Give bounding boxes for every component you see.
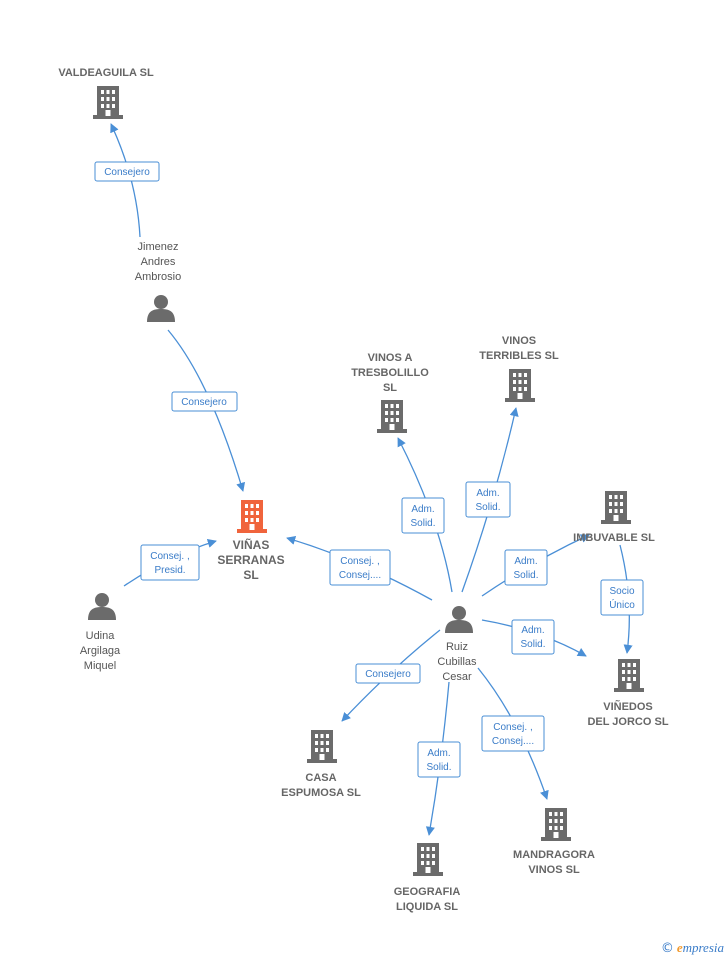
svg-text:TRESBOLILLO: TRESBOLILLO [351, 367, 429, 379]
svg-text:TERRIBLES SL: TERRIBLES SL [479, 350, 559, 362]
svg-text:VIÑEDOS: VIÑEDOS [603, 700, 653, 713]
svg-text:Ruiz: Ruiz [446, 641, 468, 653]
building-icon [307, 730, 337, 763]
building-icon [377, 400, 407, 433]
relationship-labels: Consejero Consejero Consej. , Presid. Co… [94, 161, 644, 778]
svg-text:Consej....: Consej.... [492, 736, 534, 747]
svg-text:SL: SL [383, 382, 397, 394]
svg-text:VALDEAGUILA SL: VALDEAGUILA SL [58, 67, 154, 79]
svg-text:Adm.: Adm. [476, 488, 499, 499]
rel-label-ruiz-mandragora[interactable]: Consej. , Consej.... [481, 715, 545, 752]
brand-letter: e [676, 940, 683, 955]
svg-text:Consejero: Consejero [181, 397, 227, 408]
svg-text:Adm.: Adm. [411, 504, 434, 515]
svg-text:Andres: Andres [141, 256, 176, 268]
svg-text:Argilaga: Argilaga [80, 645, 121, 657]
svg-text:Udina: Udina [86, 630, 116, 642]
rel-label-ruiz-terribles[interactable]: Adm. Solid. [465, 481, 511, 518]
svg-text:Adm.: Adm. [427, 748, 450, 759]
svg-text:Consejero: Consejero [365, 669, 411, 680]
copyright-symbol: © [660, 941, 674, 956]
svg-text:VINOS A: VINOS A [368, 352, 413, 364]
rel-label-ruiz-casa[interactable]: Consejero [355, 663, 421, 684]
svg-text:Adm.: Adm. [514, 556, 537, 567]
rel-label-jimenez-vinas[interactable]: Consejero [171, 391, 238, 412]
svg-text:Cubillas: Cubillas [437, 656, 477, 668]
svg-text:VINOS SL: VINOS SL [528, 864, 580, 876]
svg-text:Solid.: Solid. [520, 639, 545, 650]
svg-text:CASA: CASA [305, 772, 336, 784]
svg-text:ESPUMOSA SL: ESPUMOSA SL [281, 787, 361, 799]
svg-text:Solid.: Solid. [426, 762, 451, 773]
company-node-imbuvable[interactable]: IMBUVABLE SL [573, 491, 655, 544]
svg-text:LIQUIDA SL: LIQUIDA SL [396, 901, 458, 913]
svg-text:Solid.: Solid. [513, 570, 538, 581]
building-icon [601, 491, 631, 524]
svg-text:MANDRAGORA: MANDRAGORA [513, 849, 595, 861]
rel-label-ruiz-geografia[interactable]: Adm. Solid. [417, 741, 461, 778]
building-icon [93, 86, 123, 119]
building-icon [541, 808, 571, 841]
company-node-geografia[interactable]: GEOGRAFIA LIQUIDA SL [394, 843, 461, 913]
company-node-vinedos[interactable]: VIÑEDOS DEL JORCO SL [587, 659, 669, 728]
brand-name: mpresia [682, 940, 724, 955]
person-icon [88, 593, 116, 620]
person-node-udina[interactable]: Udina Argilaga Miquel [80, 593, 121, 672]
svg-text:Consej. ,: Consej. , [340, 556, 379, 567]
company-node-tresbolillo[interactable]: VINOS A TRESBOLILLO SL [351, 352, 429, 433]
building-icon [413, 843, 443, 876]
rel-label-udina-vinas[interactable]: Consej. , Presid. [140, 544, 200, 581]
building-icon [505, 369, 535, 402]
building-icon [614, 659, 644, 692]
svg-text:SERRANAS: SERRANAS [217, 553, 284, 567]
svg-text:IMBUVABLE SL: IMBUVABLE SL [573, 532, 655, 544]
svg-text:Miquel: Miquel [84, 660, 116, 672]
svg-text:Consej. ,: Consej. , [493, 722, 532, 733]
svg-text:VINOS: VINOS [502, 335, 536, 347]
svg-text:Solid.: Solid. [410, 518, 435, 529]
rel-label-ruiz-vinas[interactable]: Consej. , Consej.... [329, 549, 391, 586]
company-node-vinas-serranas[interactable]: VIÑAS SERRANAS SL [217, 500, 285, 582]
svg-text:DEL JORCO SL: DEL JORCO SL [587, 716, 668, 728]
building-icon [237, 500, 267, 533]
svg-text:Adm.: Adm. [521, 625, 544, 636]
empresia-logo[interactable]: ©empresia [661, 940, 724, 956]
person-node-ruiz[interactable]: Ruiz Cubillas Cesar [437, 606, 477, 683]
svg-text:GEOGRAFIA: GEOGRAFIA [394, 886, 461, 898]
svg-text:Socio: Socio [609, 586, 634, 597]
svg-text:VIÑAS: VIÑAS [233, 537, 270, 552]
company-node-valdeaguila[interactable]: VALDEAGUILA SL [58, 67, 154, 119]
rel-label-ruiz-vinedos[interactable]: Adm. Solid. [511, 619, 555, 655]
svg-text:Único: Único [609, 598, 635, 611]
rel-label-ruiz-tresbolillo[interactable]: Adm. Solid. [401, 497, 445, 534]
edges [110, 123, 633, 836]
svg-text:Jimenez: Jimenez [138, 241, 179, 253]
company-node-casa[interactable]: CASA ESPUMOSA SL [281, 730, 361, 799]
nodes: VALDEAGUILA SL Jimenez Andres Ambrosio V… [58, 67, 668, 913]
rel-label-ruiz-imbuvable[interactable]: Adm. Solid. [504, 549, 548, 586]
svg-text:Cesar: Cesar [442, 671, 472, 683]
svg-text:SL: SL [243, 568, 258, 582]
svg-text:Consej....: Consej.... [339, 570, 381, 581]
person-icon [147, 295, 175, 322]
svg-text:Solid.: Solid. [475, 502, 500, 513]
rel-label-imbuvable-vinedos[interactable]: Socio Único [600, 579, 644, 616]
person-node-jimenez[interactable]: Jimenez Andres Ambrosio [135, 241, 181, 322]
person-icon [445, 606, 473, 633]
svg-text:Presid.: Presid. [154, 565, 185, 576]
svg-text:Consej. ,: Consej. , [150, 551, 189, 562]
company-node-terribles[interactable]: VINOS TERRIBLES SL [479, 335, 559, 402]
company-node-mandragora[interactable]: MANDRAGORA VINOS SL [513, 808, 595, 876]
rel-label-jimenez-valdeaguila[interactable]: Consejero [94, 161, 160, 182]
svg-text:Consejero: Consejero [104, 167, 150, 178]
svg-text:Ambrosio: Ambrosio [135, 271, 181, 283]
